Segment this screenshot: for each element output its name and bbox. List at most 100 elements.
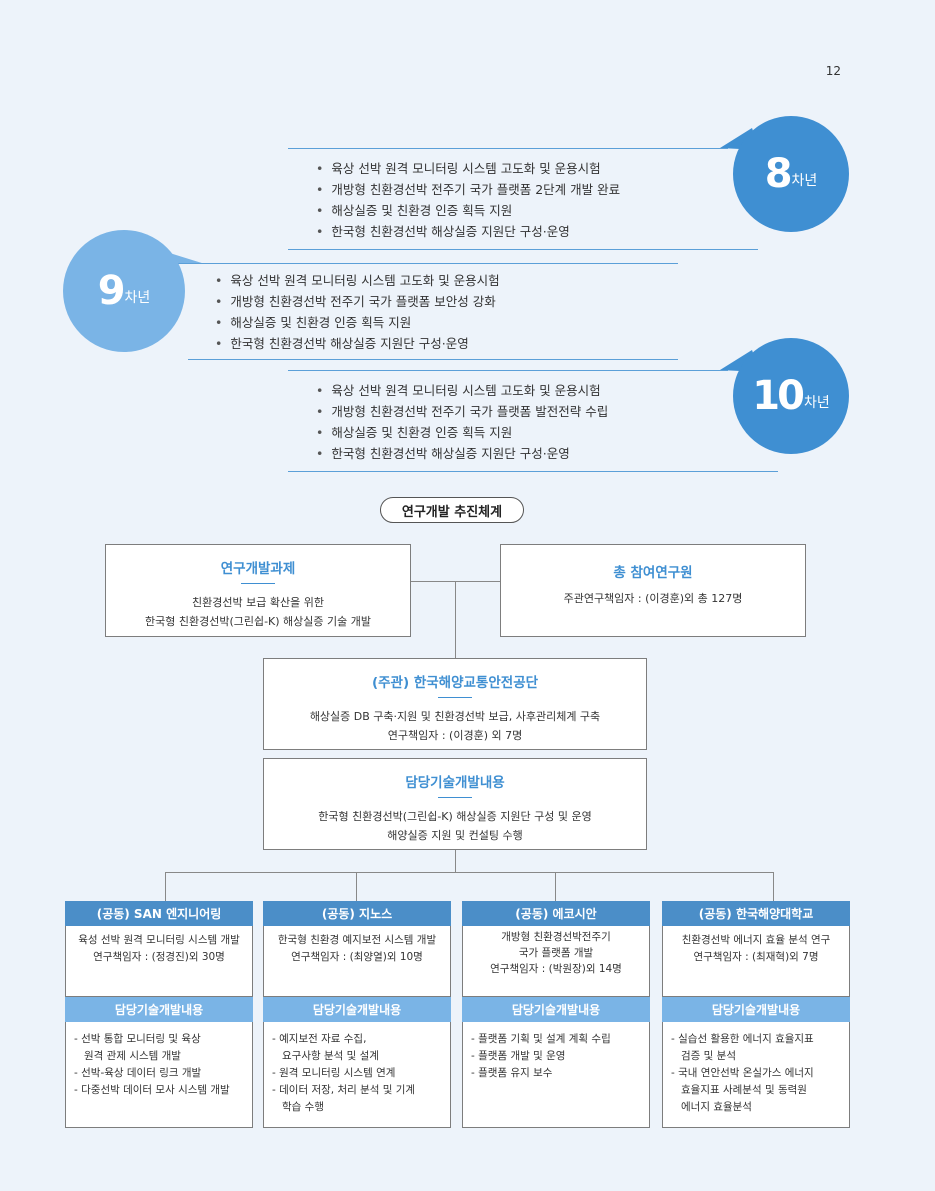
year-10-list: 육상 선박 원격 모니터링 시스템 고도화 및 운용시험 개방형 친환경선박 전… — [316, 380, 608, 464]
partner-description: 친환경선박 에너지 효율 분석 연구 연구책임자 : (최재혁)외 7명 — [662, 926, 850, 997]
partner-details: - 선박 통합 모니터링 및 육상 원격 관제 시스템 개발 - 선박-육상 데… — [65, 1022, 253, 1128]
year-9-unit: 차년 — [124, 290, 151, 306]
year-9-badge: 9 차년 — [63, 230, 185, 352]
list-item: 육상 선박 원격 모니터링 시스템 고도화 및 운용시험 — [316, 158, 620, 179]
partner-details: - 플랫폼 기획 및 설계 계획 수립 - 플랫폼 개발 및 운영 - 플랫폼 … — [462, 1022, 650, 1128]
lead-org-line: 해상실증 DB 구축·지원 및 친환경선박 보급, 사후관리체계 구축 — [309, 710, 601, 723]
detail-line: - 플랫폼 개발 및 운영 — [471, 1050, 566, 1062]
year-9-number: 9 — [97, 268, 126, 314]
desc-line: 육성 선박 원격 모니터링 시스템 개발 — [78, 934, 240, 946]
connector-p2 — [356, 872, 357, 901]
lead-org-box: (주관) 한국해양교통안전공단 해상실증 DB 구축·지원 및 친환경선박 보급… — [263, 658, 647, 750]
project-title: 연구개발과제 — [220, 561, 296, 577]
year-8-bottom-rule — [288, 249, 758, 250]
partner-name: (공동) 지노스 — [263, 901, 451, 926]
list-item: 한국형 친환경선박 해상실증 지원단 구성·운영 — [316, 443, 608, 464]
partner-name: (공동) 한국해양대학교 — [662, 901, 850, 926]
detail-line: 검증 및 분석 — [671, 1050, 736, 1062]
detail-line: - 다중선박 데이터 모사 시스템 개발 — [74, 1084, 230, 1096]
desc-line: 연구책임자 : (최양열)외 10명 — [291, 951, 423, 963]
detail-line: - 플랫폼 유지 보수 — [471, 1067, 553, 1079]
desc-line: 친환경선박 에너지 효율 분석 연구 — [681, 934, 831, 946]
detail-line: - 실습선 활용한 에너지 효율지표 — [671, 1033, 814, 1045]
list-item: 육상 선박 원격 모니터링 시스템 고도화 및 운용시험 — [215, 270, 499, 291]
year-10-number: 10 — [752, 373, 805, 419]
detail-line: - 플랫폼 기획 및 설계 계획 수립 — [471, 1033, 611, 1045]
connector-p4 — [773, 872, 774, 901]
partner-name: (공동) SAN 엔지니어링 — [65, 901, 253, 926]
partner-description: 한국형 친환경 예지보전 시스템 개발 연구책임자 : (최양열)외 10명 — [263, 926, 451, 997]
page-number: 12 — [825, 64, 841, 78]
researchers-line: 주관연구책임자 : (이경훈)외 총 127명 — [563, 592, 743, 605]
lead-org-line: 연구책임자 : (이경훈) 외 7명 — [387, 729, 523, 742]
year-9-list: 육상 선박 원격 모니터링 시스템 고도화 및 운용시험 개방형 친환경선박 전… — [215, 270, 500, 354]
year-10-badge: 10 차년 — [733, 338, 849, 454]
connector-down-lead — [455, 581, 456, 658]
detail-line: - 선박-육상 데이터 링크 개발 — [74, 1067, 202, 1079]
lead-tech-title: 담당기술개발내용 — [405, 775, 505, 791]
year-8-list: 육상 선박 원격 모니터링 시스템 고도화 및 운용시험 개방형 친환경선박 전… — [316, 158, 620, 242]
list-item: 개방형 친환경선박 전주기 국가 플랫폼 발전전략 수립 — [316, 401, 608, 422]
year-8-unit: 차년 — [791, 173, 818, 189]
detail-line: 요구사항 분석 및 설계 — [272, 1050, 379, 1062]
detail-line: 원격 관제 시스템 개발 — [74, 1050, 181, 1062]
partner-description: 육성 선박 원격 모니터링 시스템 개발 연구책임자 : (정경진)외 30명 — [65, 926, 253, 997]
list-item: 해상실증 및 친환경 인증 획득 지원 — [316, 422, 608, 443]
detail-line: - 원격 모니터링 시스템 연계 — [272, 1067, 396, 1079]
desc-line: 연구책임자 : (정경진)외 30명 — [93, 951, 225, 963]
list-item: 개방형 친환경선박 전주기 국가 플랫폼 보안성 강화 — [215, 291, 500, 312]
researchers-title: 총 참여연구원 — [613, 565, 693, 581]
partner-column-san: (공동) SAN 엔지니어링 육성 선박 원격 모니터링 시스템 개발 연구책임… — [65, 901, 253, 1128]
list-item: 육상 선박 원격 모니터링 시스템 고도화 및 운용시험 — [316, 380, 608, 401]
partner-column-ecosian: (공동) 에코시안 개방형 친환경선박전주기 국가 플랫폼 개발 연구책임자 :… — [462, 901, 650, 1128]
project-line: 친환경선박 보급 확산을 위한 — [192, 596, 324, 609]
partner-name: (공동) 에코시안 — [462, 901, 650, 926]
partner-details: - 예지보전 자료 수집, 요구사항 분석 및 설계 - 원격 모니터링 시스템… — [263, 1022, 451, 1128]
year-8-number: 8 — [764, 151, 793, 197]
project-line: 한국형 친환경선박(그린쉽-K) 해상실증 기술 개발 — [144, 615, 372, 628]
partner-details: - 실습선 활용한 에너지 효율지표 검증 및 분석 - 국내 연안선박 온실가… — [662, 1022, 850, 1128]
year-8-badge: 8 차년 — [733, 116, 849, 232]
researchers-box: 총 참여연구원 주관연구책임자 : (이경훈)외 총 127명 — [500, 544, 806, 637]
year-9-top-rule — [175, 263, 678, 264]
lead-org-title: (주관) 한국해양교통안전공단 — [371, 675, 539, 691]
partner-description: 개방형 친환경선박전주기 국가 플랫폼 개발 연구책임자 : (박원장)외 14… — [462, 926, 650, 997]
detail-line: - 선박 통합 모니터링 및 육상 — [74, 1033, 201, 1045]
detail-line: - 데이터 저장, 처리 분석 및 기계 — [272, 1084, 416, 1096]
title-underline — [438, 797, 472, 798]
list-item: 해상실증 및 친환경 인증 획득 지원 — [316, 200, 620, 221]
list-item: 개방형 친환경선박 전주기 국가 플랫폼 2단계 개발 완료 — [316, 179, 620, 200]
lead-tech-line: 해양실증 지원 및 컨설팅 수행 — [387, 829, 523, 842]
desc-line: 한국형 친환경 예지보전 시스템 개발 — [277, 934, 437, 946]
partner-column-jinos: (공동) 지노스 한국형 친환경 예지보전 시스템 개발 연구책임자 : (최양… — [263, 901, 451, 1128]
lead-tech-box: 담당기술개발내용 한국형 친환경선박(그린쉽-K) 해상실증 지원단 구성 및 … — [263, 758, 647, 850]
detail-line: 에너지 효율분석 — [671, 1101, 752, 1113]
connector-p1 — [165, 872, 166, 901]
desc-line: 연구책임자 : (박원장)외 14명 — [490, 963, 622, 975]
partner-sub-title: 담당기술개발내용 — [662, 997, 850, 1022]
desc-line: 개방형 친환경선박전주기 — [501, 931, 611, 943]
list-item: 한국형 친환경선박 해상실증 지원단 구성·운영 — [215, 333, 500, 354]
list-item: 해상실증 및 친환경 인증 획득 지원 — [215, 312, 500, 333]
project-box: 연구개발과제 친환경선박 보급 확산을 위한 한국형 친환경선박(그린쉽-K) … — [105, 544, 411, 637]
year-10-top-rule — [288, 370, 728, 371]
year-10-bottom-rule — [288, 471, 778, 472]
desc-line: 연구책임자 : (최재혁)외 7명 — [693, 951, 819, 963]
year-9-bottom-rule — [188, 359, 678, 360]
detail-line: 효율지표 사례분석 및 동력원 — [671, 1084, 807, 1096]
partner-sub-title: 담당기술개발내용 — [65, 997, 253, 1022]
year-10-unit: 차년 — [803, 395, 830, 411]
section-title: 연구개발 추진체계 — [380, 497, 524, 523]
connector-down-partners — [455, 850, 456, 872]
partner-sub-title: 담당기술개발내용 — [462, 997, 650, 1022]
year-8-top-rule — [288, 148, 728, 149]
desc-line: 국가 플랫폼 개발 — [518, 947, 594, 959]
connector-p3 — [555, 872, 556, 901]
connector-partners — [165, 872, 773, 873]
title-underline — [241, 583, 275, 584]
title-underline — [438, 697, 472, 698]
partner-sub-title: 담당기술개발내용 — [263, 997, 451, 1022]
detail-line: - 예지보전 자료 수집, — [272, 1033, 367, 1045]
list-item: 한국형 친환경선박 해상실증 지원단 구성·운영 — [316, 221, 620, 242]
lead-tech-line: 한국형 친환경선박(그린쉽-K) 해상실증 지원단 구성 및 운영 — [318, 810, 592, 823]
